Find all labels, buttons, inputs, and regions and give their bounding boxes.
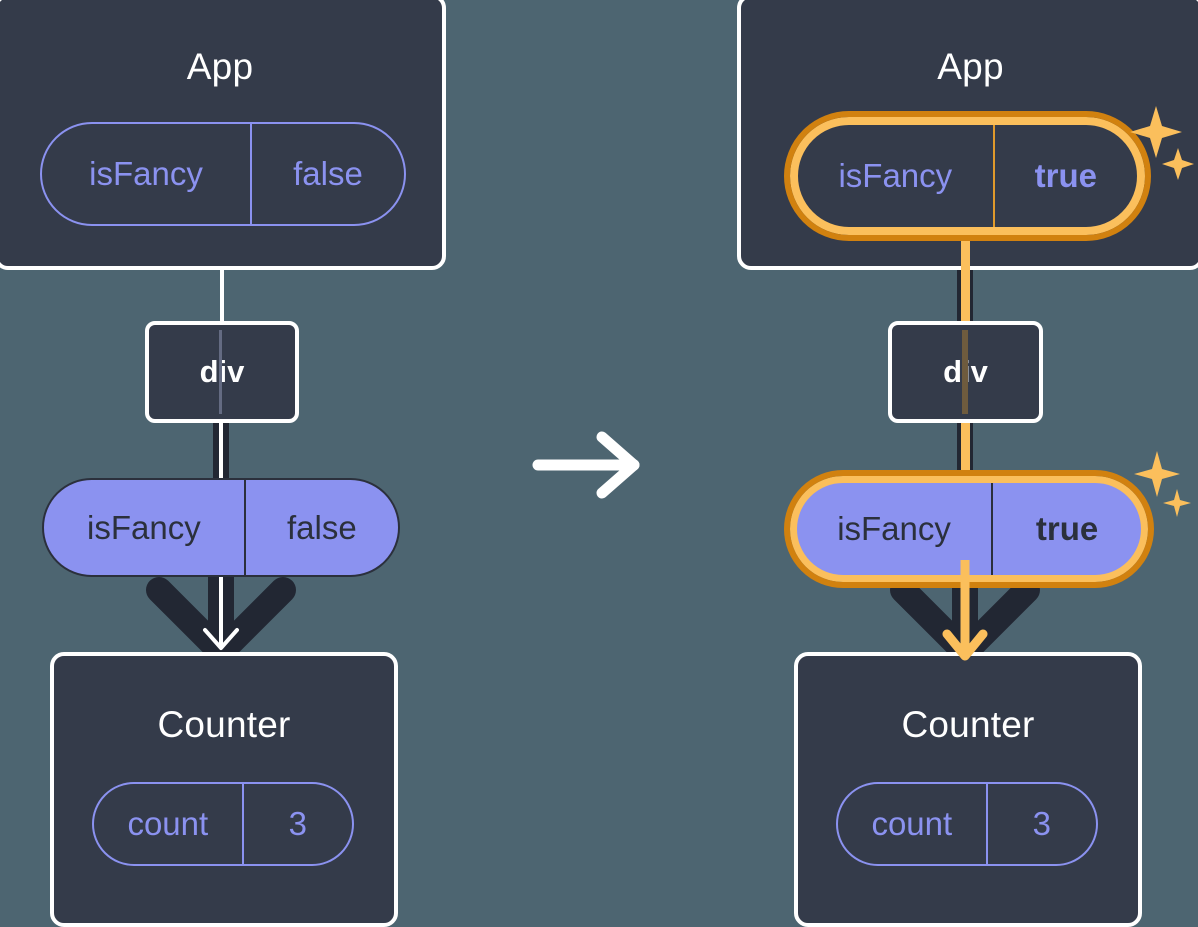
- highlight-arrow-right: [889, 560, 1041, 672]
- app-title-right: App: [937, 46, 1004, 87]
- app-component-box-left: App isFancy false: [0, 0, 446, 270]
- dom-node-div-left[interactable]: div: [145, 321, 299, 423]
- connector-core-left: [219, 420, 223, 482]
- connector-app-to-div-left: [220, 266, 224, 326]
- app-state-key-right: isFancy: [798, 125, 995, 227]
- prop-pill-key-right: isFancy: [797, 483, 994, 575]
- app-state-pill-right[interactable]: isFancy true: [784, 111, 1151, 241]
- counter-state-value-right: 3: [1032, 805, 1051, 842]
- counter-component-box-left: Counter count 3: [50, 652, 398, 927]
- app-state-pill-left[interactable]: isFancy false: [40, 122, 406, 226]
- app-state-value-left: false: [293, 155, 363, 192]
- sparkle-icon-app-right: [1128, 100, 1198, 192]
- connector-behind-div-left: [219, 330, 222, 414]
- highlight-line-lower-right: [961, 420, 970, 484]
- highlight-line-upper-right: [961, 228, 970, 324]
- counter-title-right: Counter: [901, 704, 1035, 745]
- sparkle-icon-prop-right: [1133, 447, 1195, 527]
- counter-state-pill-left[interactable]: count 3: [92, 782, 354, 866]
- app-state-value-right: true: [1034, 157, 1097, 194]
- counter-state-key-left: count: [94, 784, 244, 864]
- prop-pill-left[interactable]: isFancy false: [42, 478, 400, 577]
- transition-arrow: [530, 425, 650, 505]
- prop-pill-key-left: isFancy: [44, 480, 246, 575]
- counter-state-pill-right[interactable]: count 3: [836, 782, 1098, 866]
- prop-pill-value-left: false: [287, 508, 357, 546]
- connector-div-to-pill-left: [213, 420, 229, 482]
- app-title-left: App: [186, 46, 254, 87]
- highlight-line-behind-div-right: [962, 330, 968, 414]
- counter-state-value-left: 3: [288, 805, 307, 842]
- app-state-key-left: isFancy: [42, 124, 252, 224]
- counter-title-left: Counter: [157, 704, 291, 745]
- counter-component-box-right: Counter count 3: [794, 652, 1142, 927]
- prop-pill-value-right: true: [1035, 510, 1099, 547]
- counter-state-key-right: count: [838, 784, 988, 864]
